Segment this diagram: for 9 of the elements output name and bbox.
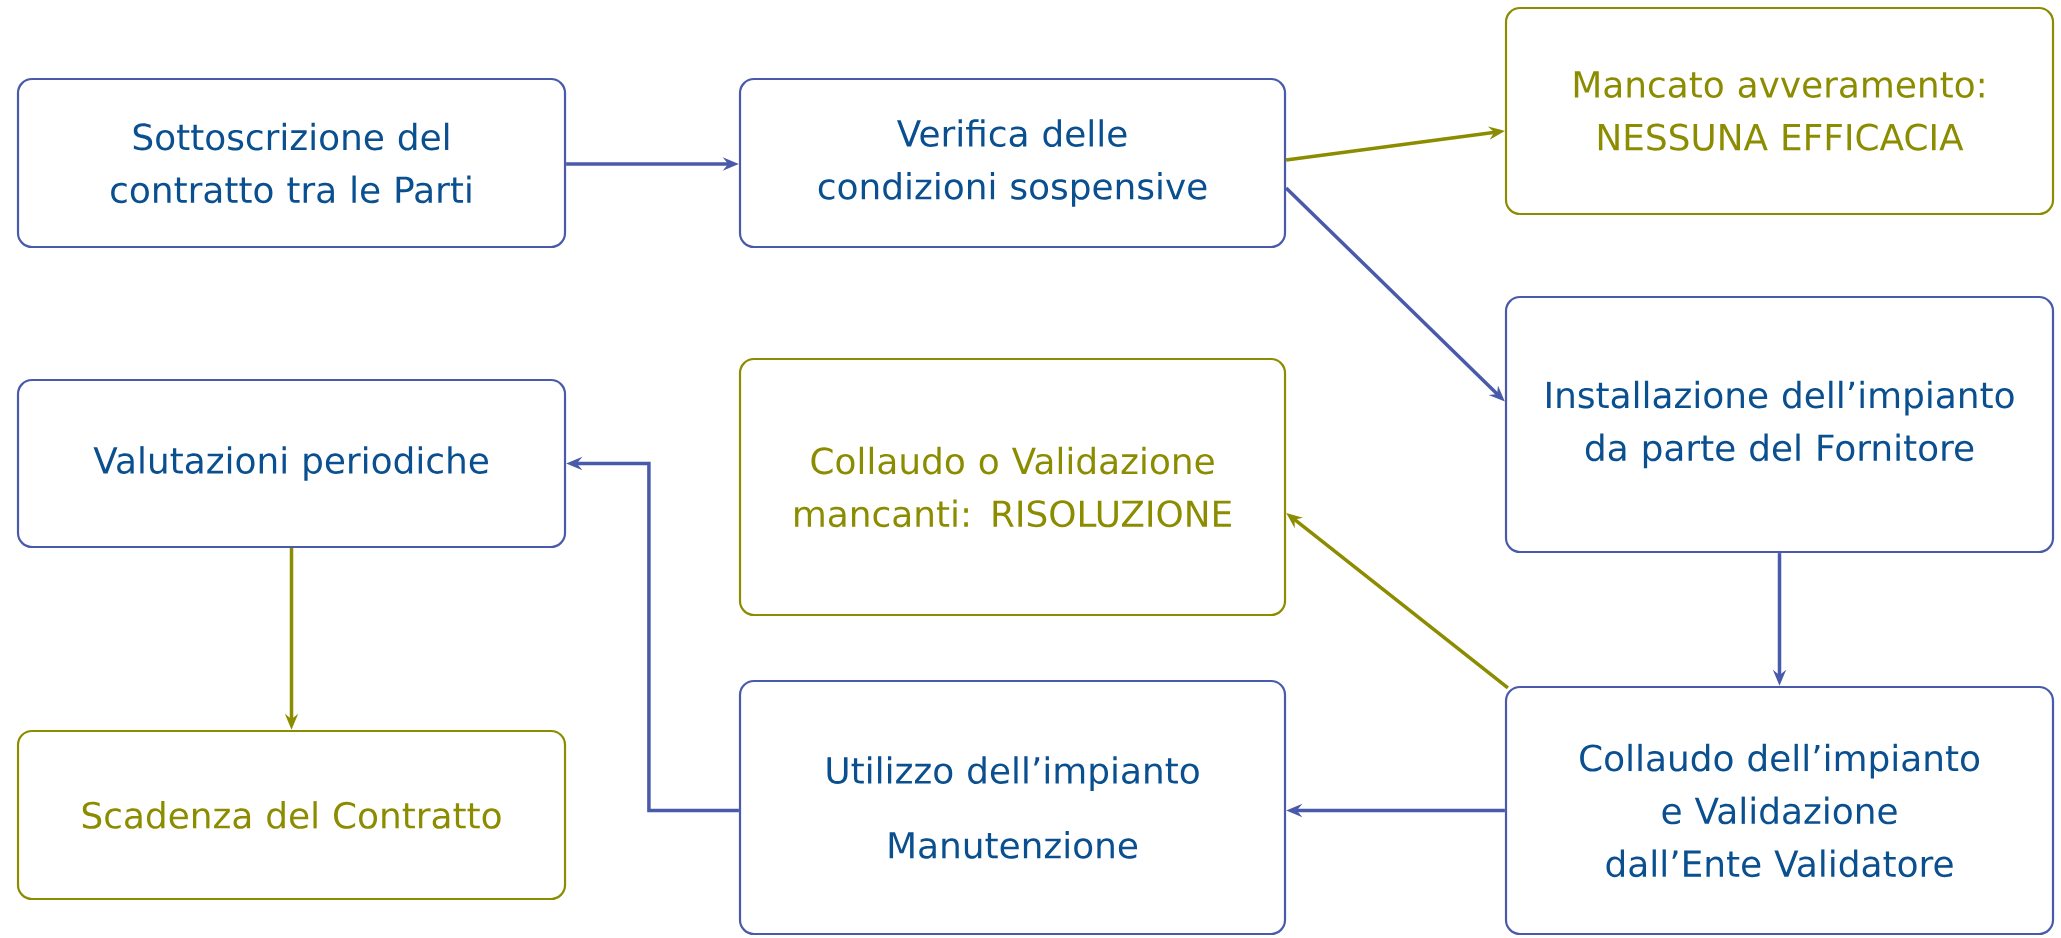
process-box: Utilizzo dell’impianto Manutenzione: [738, 679, 1287, 936]
process-box: Installazione dell’impianto da parte del Fornitore: [1504, 295, 2055, 554]
process-box: Sottoscrizione del contratto tra le Parti: [16, 77, 567, 249]
process-box: Mancato avveramento: NESSUNA EFFICACIA: [1504, 6, 2055, 216]
process-box: Collaudo o Validazione mancanti: RISOLUZIONE: [738, 357, 1287, 617]
process-box: Valutazioni periodiche: [16, 378, 567, 549]
process-box: Scadenza del Contratto: [16, 729, 567, 901]
process-box: Verifica delle condizioni sospensive: [738, 77, 1287, 249]
process-box: Collaudo dell’impianto e Validazione dall’Ente Validatore: [1504, 685, 2055, 936]
